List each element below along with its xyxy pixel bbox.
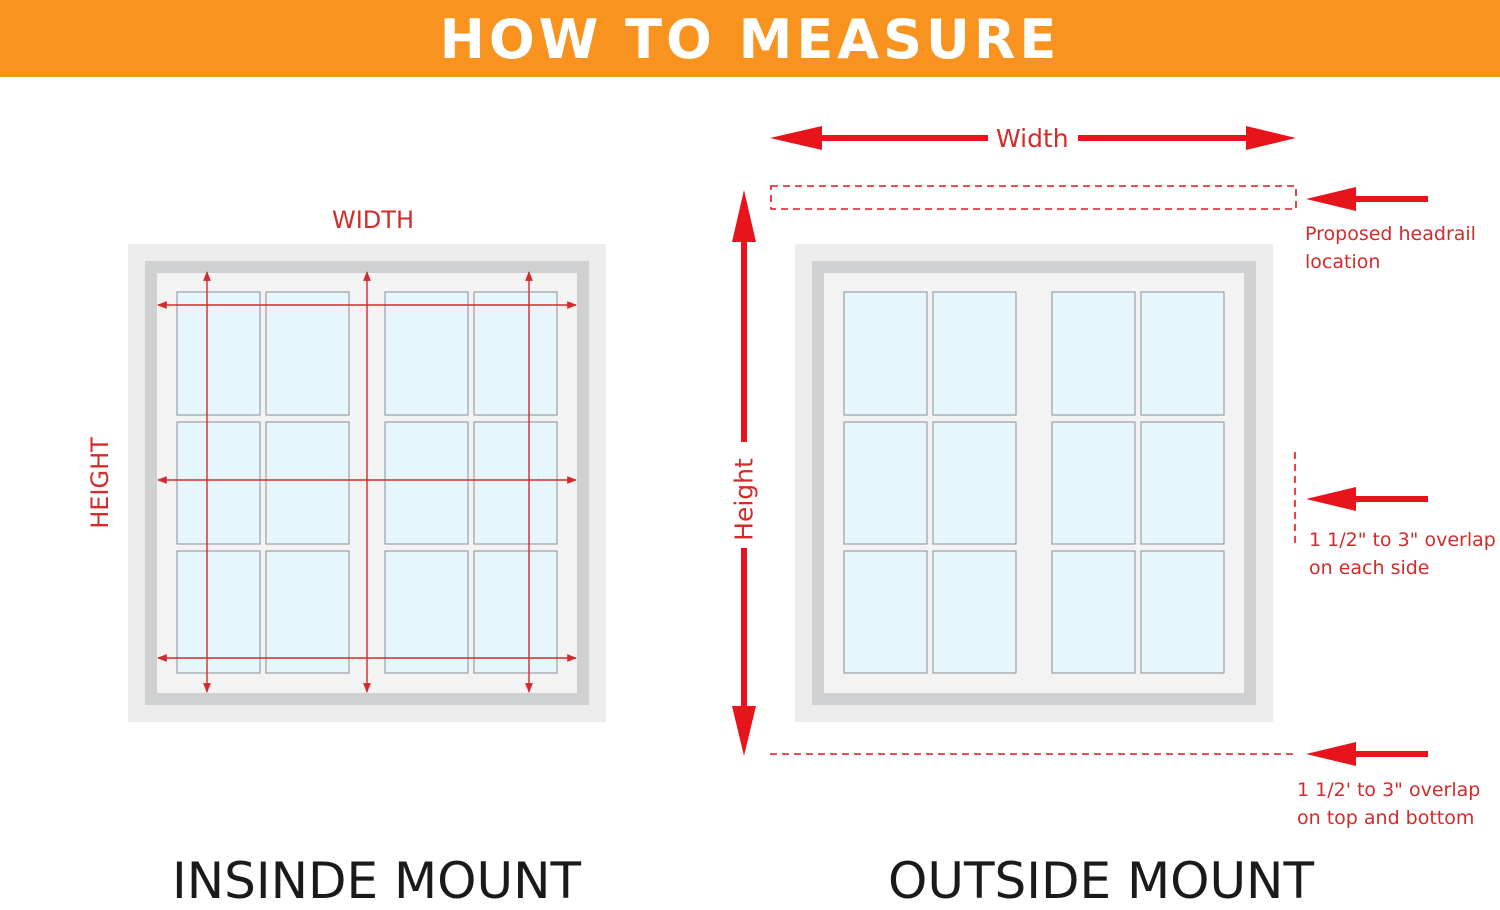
width-arrow-left-head [770,126,822,150]
height-arrow-top-shaft [741,240,747,442]
headrail-pointer-arrow [1306,187,1428,211]
bottom-overlap-pointer-arrow [1306,742,1428,766]
width-arrow-right-head [1246,126,1296,150]
pointer-arrows [1306,187,1428,766]
inside-width-label: WIDTH [332,206,414,234]
height-arrow-bottom-shaft [741,548,747,708]
outside-mount-caption: OUTSIDE MOUNT [888,852,1315,910]
headrail-dashed-box [770,185,1297,210]
width-arrow-right-shaft [1078,135,1248,141]
outside-height-arrow [732,190,756,756]
inside-height-label: HEIGHT [86,437,114,529]
outside-width-label: Width [996,124,1069,153]
outside-window [795,244,1273,722]
inside-window [128,244,606,722]
inside-measure-lines [157,271,577,693]
width-arrow-left-shaft [820,135,988,141]
bottom-overlap-label: 1 1/2' to 3" overlap on top and bottom [1297,779,1481,829]
header-banner [0,0,1500,77]
page-title: HOW TO MEASURE [439,8,1061,71]
headrail-location-label: Proposed headrail location [1305,223,1476,273]
inside-mount-caption: INSINDE MOUNT [172,852,582,910]
outside-window-panes [843,291,1225,674]
outside-width-arrow [770,126,1296,150]
side-overlap-label: 1 1/2" to 3" overlap on each side [1309,529,1496,579]
height-arrow-bottom-head [732,706,756,756]
side-overlap-pointer-arrow [1306,487,1428,511]
outside-height-label: Height [729,458,759,541]
height-arrow-top-head [732,190,756,242]
